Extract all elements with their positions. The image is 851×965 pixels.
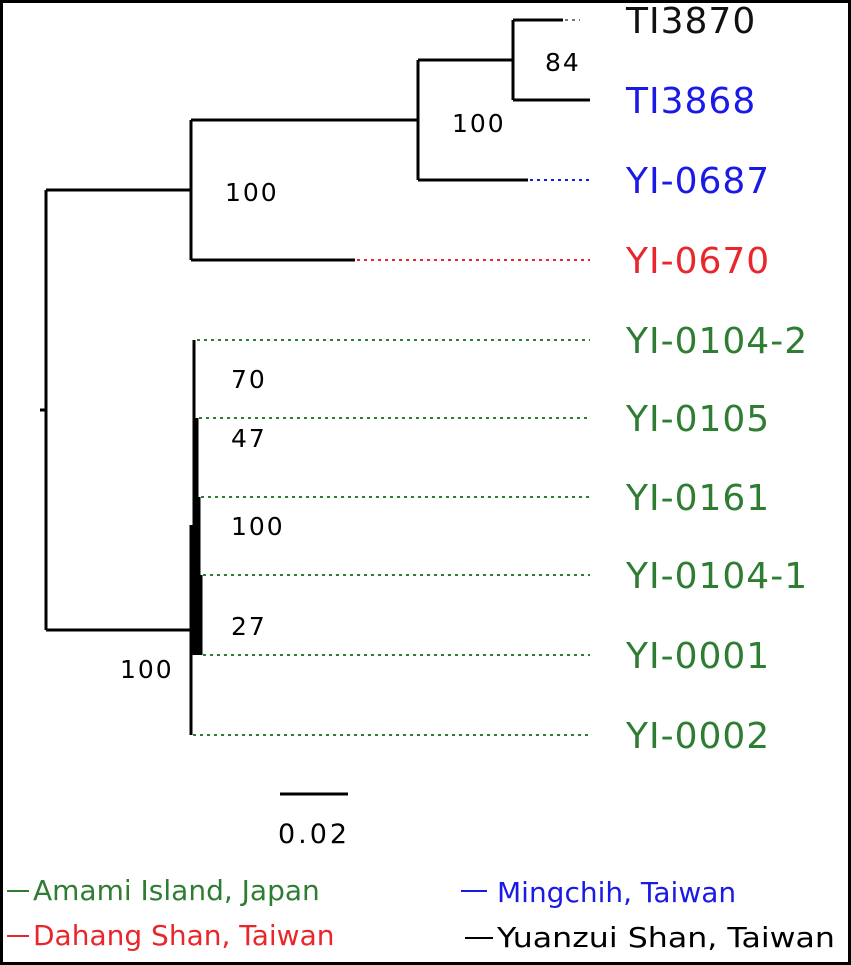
taxon-label-yi-0104-2: YI-0104-2 — [625, 321, 808, 362]
support-value-ti-yi0687-clade: 100 — [452, 109, 506, 138]
legend-item-mingchih: Mingchih, Taiwan — [461, 876, 736, 909]
legend-label-dahang: Dahang Shan, Taiwan — [33, 919, 334, 952]
legend-label-yuanzui: Yuanzui Shan, Taiwan — [496, 921, 835, 954]
taxon-label-yi-0002: YI-0002 — [625, 716, 770, 757]
tree-branches — [40, 18, 590, 735]
legend-label-mingchih: Mingchih, Taiwan — [497, 876, 736, 909]
scale-bar-label: 0.02 — [278, 819, 350, 850]
scale-bar: 0.02 — [278, 792, 350, 850]
taxon-label-yi-0161: YI-0161 — [625, 478, 770, 519]
support-value-amami-clade: 100 — [120, 655, 174, 684]
support-values: 84 100 100 70 47 100 27 100 — [120, 48, 581, 684]
dotted-tip-extensions — [193, 19, 590, 736]
tree-canvas: TI3870 TI3868 YI-0687 YI-0670 YI-0104-2 … — [7, 3, 835, 954]
taxon-label-yi-0105: YI-0105 — [625, 399, 770, 440]
support-value-yi-0105: 47 — [231, 424, 267, 453]
support-value-ti3870-ti3868: 84 — [545, 48, 581, 77]
support-value-yi-0104-1: 27 — [231, 612, 267, 641]
support-value-yi-0104-2: 70 — [231, 365, 267, 394]
legend-item-dahang: Dahang Shan, Taiwan — [7, 919, 334, 952]
taxon-label-ti3868: TI3868 — [625, 81, 756, 122]
support-value-upper-clade: 100 — [225, 178, 279, 207]
support-value-yi-0161: 100 — [231, 512, 285, 541]
legend-item-yuanzui: Yuanzui Shan, Taiwan — [465, 921, 835, 954]
legend-label-amami: Amami Island, Japan — [33, 874, 320, 907]
taxon-label-yi-0104-1: YI-0104-1 — [625, 556, 808, 597]
legend-item-amami: Amami Island, Japan — [7, 874, 320, 907]
taxon-label-yi-0001: YI-0001 — [625, 636, 770, 677]
taxon-label-yi-0670: YI-0670 — [625, 241, 770, 282]
taxon-label-yi-0687: YI-0687 — [625, 161, 770, 202]
taxon-labels: TI3870 TI3868 YI-0687 YI-0670 YI-0104-2 … — [625, 3, 808, 757]
legend: Amami Island, Japan Dahang Shan, Taiwan … — [7, 874, 835, 954]
taxon-label-ti3870: TI3870 — [625, 3, 756, 42]
